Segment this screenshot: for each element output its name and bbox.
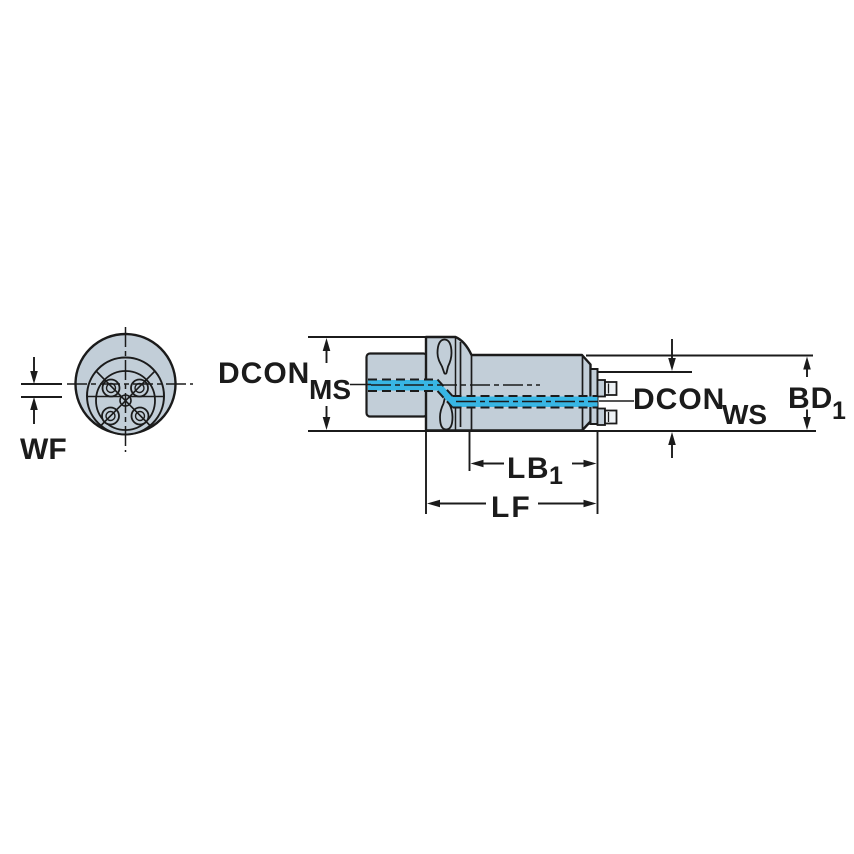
arrow-down-icon	[30, 371, 38, 384]
side-screw-upper	[596, 379, 618, 398]
lb1-label: LB	[507, 452, 550, 485]
screw-inner	[134, 410, 146, 422]
dcon-ms-subscript: MS	[309, 374, 351, 405]
dcon-ws-subscript: WS	[722, 399, 767, 430]
arrow-down-icon	[668, 358, 676, 371]
dimensions: DCON MS DCON WS BD 1	[218, 338, 846, 524]
screw-base	[596, 407, 606, 426]
lb1-subscript: 1	[549, 462, 563, 490]
side-view	[308, 335, 816, 432]
front-view: WF	[20, 327, 193, 466]
arrow-left-icon	[470, 459, 484, 468]
arrow-up-icon	[30, 397, 38, 410]
dcon-ws-dimension: DCON WS	[633, 339, 767, 458]
screw-upper-right	[130, 378, 149, 398]
arrow-up-icon	[668, 432, 676, 445]
lf-dimension: LF	[427, 491, 597, 524]
screw-head	[604, 409, 618, 425]
screw-outer	[101, 378, 121, 398]
diagonal-spoke	[95, 370, 151, 427]
arrow-left-icon	[427, 499, 440, 508]
arrow-up-icon	[322, 338, 331, 351]
lb1-dimension: LB 1	[470, 452, 597, 490]
screw-base	[596, 379, 606, 398]
screw-upper-left	[101, 378, 121, 398]
dcon-ws-label: DCON	[633, 383, 725, 416]
coolant-dashed-edge	[436, 378, 454, 397]
dcon-ms-dimension: DCON MS	[218, 338, 351, 430]
arrow-down-icon	[803, 417, 811, 430]
arrow-down-icon	[322, 417, 331, 430]
arrow-up-icon	[803, 356, 811, 370]
wf-dimension: WF	[20, 357, 67, 466]
lf-label: LF	[491, 491, 532, 524]
screw-inner	[105, 410, 116, 422]
screw-head	[604, 381, 618, 396]
wf-label: WF	[20, 433, 67, 466]
diagonal-spoke	[100, 370, 156, 427]
coolant-dashed-edge	[436, 390, 454, 409]
bd1-subscript: 1	[832, 397, 846, 425]
side-screw-lower	[596, 407, 618, 426]
screw-outer	[130, 378, 149, 398]
dcon-ms-label: DCON	[218, 357, 310, 390]
flange-slot-upper	[436, 338, 453, 375]
arrow-right-icon	[583, 499, 597, 508]
coolant-upper	[368, 380, 438, 391]
bd1-label: BD	[788, 382, 833, 415]
arrow-right-icon	[583, 459, 597, 468]
bd1-dimension: BD 1	[788, 356, 846, 430]
coolant-bend	[437, 380, 453, 407]
